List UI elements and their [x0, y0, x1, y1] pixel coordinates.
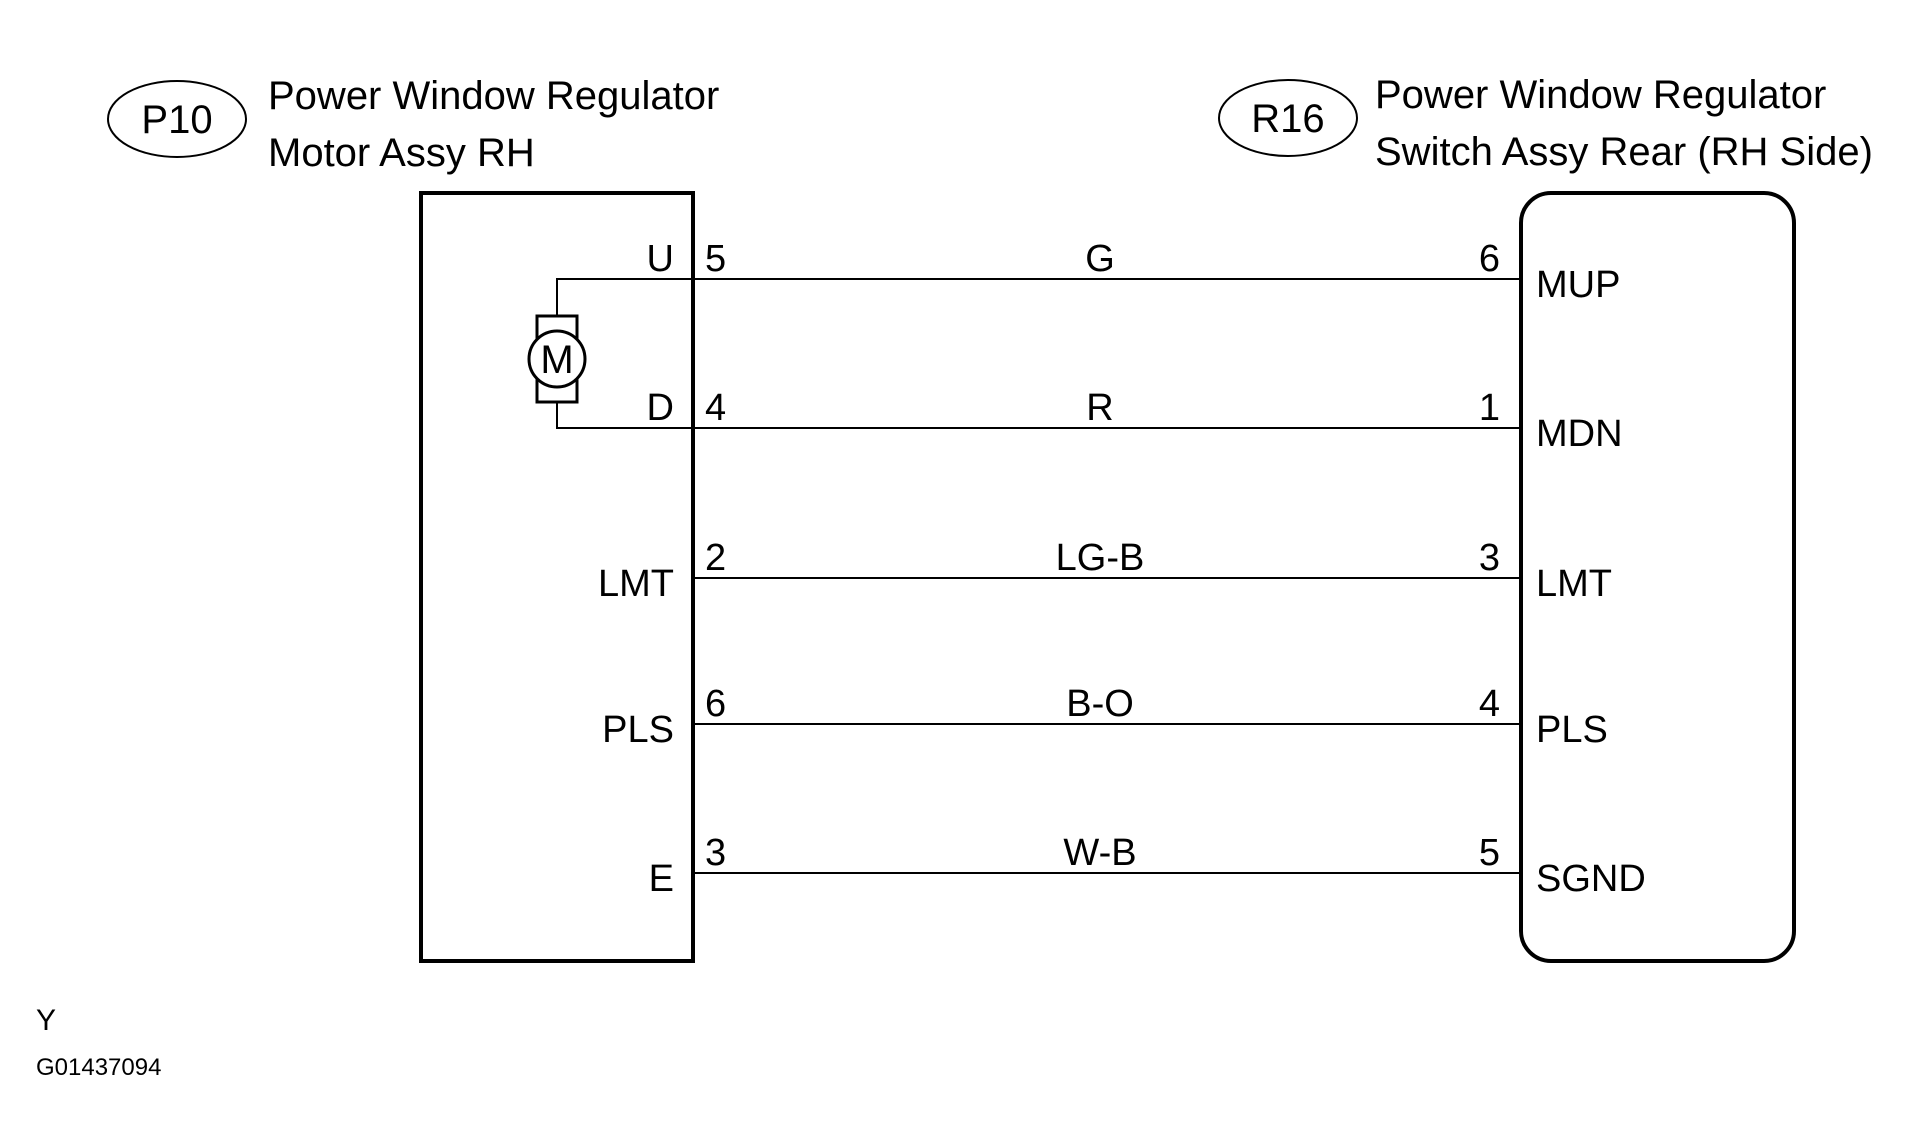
right-pin-number: 3: [1479, 537, 1500, 579]
right-pin-number: 5: [1479, 832, 1500, 874]
left-terminal-label: E: [649, 858, 674, 900]
right-connector-title-line1: Power Window Regulator: [1375, 73, 1826, 117]
right-connector-id: R16: [1251, 97, 1324, 141]
left-terminal-label: LMT: [598, 563, 674, 605]
left-connector-id: P10: [141, 98, 212, 142]
left-pin-number: 4: [705, 387, 726, 429]
wire-color-code: LG-B: [1056, 537, 1145, 579]
left-connector-title-line2: Motor Assy RH: [268, 131, 535, 175]
left-pin-number: 5: [705, 238, 726, 280]
left-terminal-label: U: [647, 238, 674, 280]
right-terminal-label: LMT: [1536, 563, 1612, 605]
left-terminal-label: PLS: [602, 709, 674, 751]
right-pin-number: 1: [1479, 387, 1500, 429]
right-terminal-label: PLS: [1536, 709, 1608, 751]
wire-color-code: G: [1085, 238, 1115, 280]
right-pin-number: 4: [1479, 683, 1500, 725]
left-pin-number: 3: [705, 832, 726, 874]
motor-letter: M: [540, 338, 573, 382]
left-connector-id-oval: [107, 80, 247, 158]
motor-lead-top: [556, 278, 693, 316]
left-connector-title-line1: Power Window Regulator: [268, 74, 719, 118]
motor-lead-bottom: [556, 402, 693, 429]
left-terminal-label: D: [647, 387, 674, 429]
right-connector-title-line2: Switch Assy Rear (RH Side): [1375, 130, 1873, 174]
right-terminal-label: MUP: [1536, 264, 1620, 306]
footer-code-letter: Y: [36, 1004, 56, 1037]
left-pin-number: 6: [705, 683, 726, 725]
wire-color-code: B-O: [1066, 683, 1134, 725]
footer-figure-id: G01437094: [36, 1054, 161, 1081]
wire-color-code: R: [1086, 387, 1113, 429]
wire-color-code: W-B: [1063, 832, 1136, 874]
left-pin-number: 2: [705, 537, 726, 579]
motor-circle: [527, 329, 587, 389]
motor-symbol: M: [527, 278, 693, 429]
right-pin-number: 6: [1479, 238, 1500, 280]
right-terminal-label: MDN: [1536, 413, 1623, 455]
right-connector-id-oval: [1218, 79, 1358, 157]
right-terminal-label: SGND: [1536, 858, 1646, 900]
